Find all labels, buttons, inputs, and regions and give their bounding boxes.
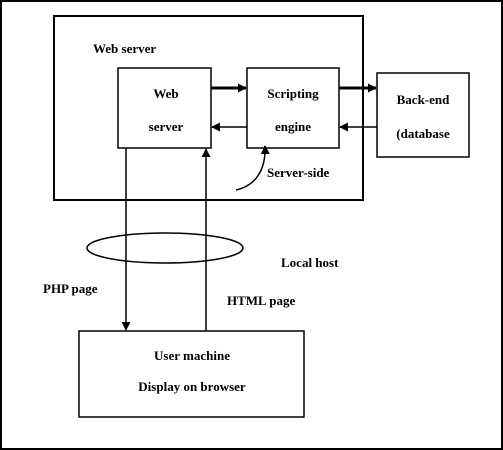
- php-page-label: PHP page: [43, 281, 98, 296]
- web-server-node-label-2: server: [149, 119, 184, 134]
- scripting-engine-node: [246, 67, 340, 149]
- web-server-container-title: Web server: [93, 41, 156, 56]
- scripting-engine-label-2: engine: [275, 119, 311, 134]
- user-machine-node: [78, 330, 305, 418]
- server-side-curved-arrow: [235, 145, 270, 191]
- web-server-container: [53, 15, 364, 201]
- local-host-ellipse: [86, 232, 244, 264]
- html-page-label: HTML page: [227, 293, 295, 308]
- local-host-label: Local host: [281, 255, 339, 270]
- user-machine-label-2: Display on browser: [138, 379, 246, 394]
- backend-database-node: [376, 72, 470, 158]
- backend-label-2: (database: [396, 126, 450, 141]
- scripting-engine-label-1: Scripting: [267, 86, 319, 101]
- server-side-label: Server-side: [267, 165, 330, 180]
- web-server-node: [117, 67, 212, 149]
- web-server-node-label-1: Web: [153, 86, 178, 101]
- user-machine-label-1: User machine: [154, 348, 230, 363]
- backend-label-1: Back-end: [397, 92, 451, 107]
